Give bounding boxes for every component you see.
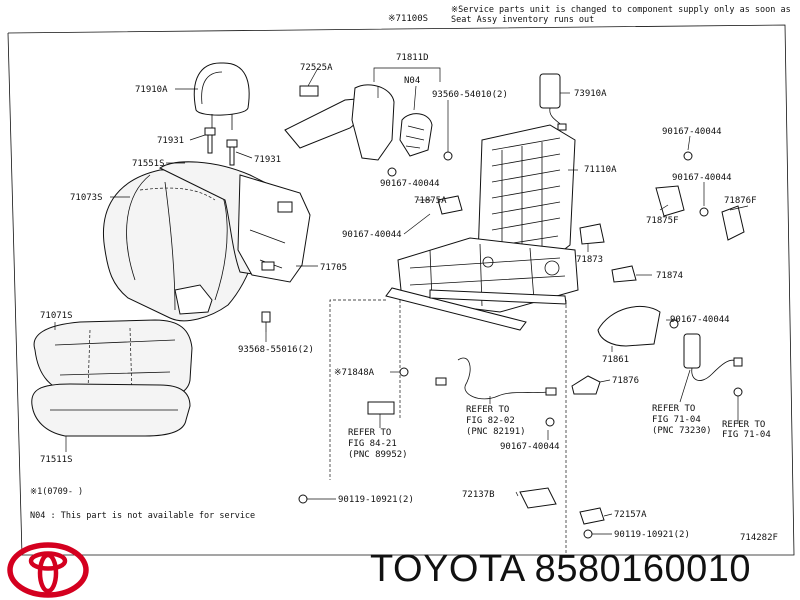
bracket-72137B bbox=[519, 487, 557, 509]
label-90167-d: 90167-40044 bbox=[342, 230, 402, 240]
label-71931-left: 71931 bbox=[157, 136, 184, 146]
label-71873: 71873 bbox=[576, 255, 603, 265]
bolt-90119-right bbox=[583, 529, 593, 539]
label-90167-f: 90167-40044 bbox=[500, 442, 560, 452]
ref-sensor-line2: FIG 84-21 bbox=[348, 439, 397, 449]
seat-wire-harness bbox=[457, 357, 549, 400]
label-93560: 93560-54010(2) bbox=[432, 90, 508, 100]
label-72525A: 72525A bbox=[300, 63, 333, 73]
label-71073S: 71073S bbox=[70, 193, 103, 203]
ref-harness-line1: REFER TO bbox=[466, 405, 509, 415]
cushion-pad bbox=[31, 383, 191, 437]
label-71551S: 71551S bbox=[132, 159, 165, 169]
clip-71848A bbox=[399, 367, 409, 377]
footnote-n04: N04 : This part is not available for ser… bbox=[30, 511, 255, 521]
ref-buckle2-line1: REFER TO bbox=[722, 420, 765, 430]
ref-buckle-line1: REFER TO bbox=[652, 404, 695, 414]
ref-harness-line3: (PNC 82191) bbox=[466, 427, 526, 437]
header-note-line2: Seat Assy inventory runs out bbox=[451, 15, 594, 25]
bracket-72157A bbox=[579, 507, 605, 525]
label-71705: 71705 bbox=[320, 263, 347, 273]
label-90119-right: 90119-10921(2) bbox=[614, 530, 690, 540]
cover-71876F bbox=[721, 205, 745, 241]
label-N04: N04 bbox=[404, 76, 420, 86]
ref-sensor-line1: REFER TO bbox=[348, 428, 391, 438]
label-71875F: 71875F bbox=[646, 216, 679, 226]
seatbelt-buckle bbox=[683, 333, 743, 397]
leader-lines bbox=[54, 67, 749, 555]
group-code: ※71100S bbox=[388, 14, 428, 24]
label-71071S: 71071S bbox=[40, 311, 73, 321]
bolt-90167-b bbox=[699, 207, 709, 217]
label-71848A: ※71848A bbox=[334, 368, 375, 378]
ref-buckle-line2: FIG 71-04 bbox=[652, 415, 701, 425]
label-71875A: 71875A bbox=[414, 196, 447, 206]
cover-71861 bbox=[597, 305, 661, 347]
label-71876F: 71876F bbox=[724, 196, 757, 206]
label-71811D: 71811D bbox=[396, 53, 429, 63]
ref-buckle2-line2: FIG 71-04 bbox=[722, 430, 771, 440]
headrest bbox=[193, 62, 250, 130]
label-90167-b: 90167-40044 bbox=[672, 173, 732, 183]
harness-connector-a bbox=[435, 377, 447, 386]
bracket-71876 bbox=[571, 375, 601, 395]
label-72157A: 72157A bbox=[614, 510, 647, 520]
label-71511S: 71511S bbox=[40, 455, 73, 465]
bolt-90167-left bbox=[387, 167, 397, 177]
ref-harness-line2: FIG 82-02 bbox=[466, 416, 515, 426]
label-71876: 71876 bbox=[612, 376, 639, 386]
header-note-line1: ※Service parts unit is changed to compon… bbox=[451, 5, 791, 15]
occupant-sensor bbox=[367, 401, 395, 415]
bolt-90167-a bbox=[683, 151, 693, 161]
switch-73910A bbox=[539, 73, 567, 131]
recliner-cover bbox=[284, 84, 395, 161]
headrest-guide-right bbox=[226, 139, 238, 166]
bolt-90119-left bbox=[298, 494, 308, 504]
illustration-code: 714282F bbox=[740, 533, 778, 543]
label-71861: 71861 bbox=[602, 355, 629, 365]
ref-buckle-line3: (PNC 73230) bbox=[652, 426, 712, 436]
label-71910A: 71910A bbox=[135, 85, 168, 95]
bracket-71873 bbox=[579, 223, 605, 245]
label-90119-left: 90119-10921(2) bbox=[338, 495, 414, 505]
toyota-logo bbox=[7, 542, 89, 598]
bolt-90167-d bbox=[545, 417, 555, 427]
seat-frame bbox=[385, 124, 579, 331]
label-90167-a: 90167-40044 bbox=[662, 127, 722, 137]
clip-93568 bbox=[261, 311, 271, 332]
diagram-frame bbox=[7, 24, 795, 556]
ref-sensor-line3: (PNC 89952) bbox=[348, 450, 408, 460]
label-90167-e: 90167-40044 bbox=[670, 315, 730, 325]
back-board bbox=[237, 174, 311, 283]
label-71874: 71874 bbox=[656, 271, 683, 281]
label-71110A: 71110A bbox=[584, 165, 617, 175]
harness-connector-b bbox=[545, 387, 557, 396]
cover-71875F bbox=[655, 185, 685, 217]
label-90167-c: 90167-40044 bbox=[380, 179, 440, 189]
inner-shield bbox=[399, 113, 433, 157]
footnote-mark1: ※1(0709- ) bbox=[30, 487, 83, 497]
brand-part-number: TOYOTA 8580160010 bbox=[370, 548, 752, 590]
label-72137B: 72137B bbox=[462, 490, 495, 500]
screw-93560 bbox=[443, 151, 453, 161]
label-71931-right: 71931 bbox=[254, 155, 281, 165]
cushion-cover bbox=[33, 319, 193, 399]
cover-71875A bbox=[437, 195, 463, 215]
label-73910A: 73910A bbox=[574, 89, 607, 99]
label-93568: 93568-55016(2) bbox=[238, 345, 314, 355]
bracket-71874 bbox=[611, 265, 637, 283]
headrest-guide-left bbox=[204, 127, 216, 154]
